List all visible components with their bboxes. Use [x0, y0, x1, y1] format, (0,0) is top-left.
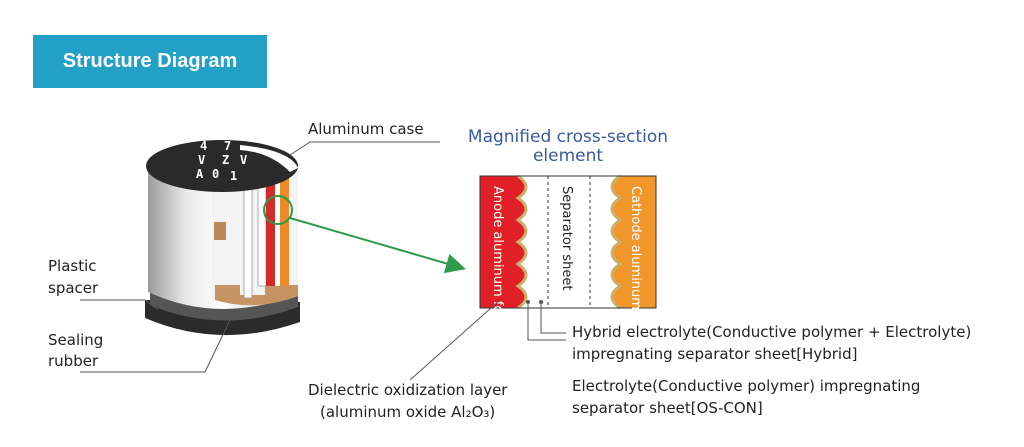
capacitor-illustration: 4 7 V Z V A 0 1 [145, 139, 300, 336]
anode-foil [266, 182, 275, 286]
magnified-title: element [533, 146, 603, 166]
label-hybrid: impregnating separator sheet[Hybrid] [572, 345, 857, 363]
leader-hybrid [527, 304, 566, 341]
label-plastic-spacer: Plastic [48, 257, 97, 275]
label-oscon: Electrolyte(Conductive polymer) impregna… [572, 377, 920, 395]
sealing-rubber-cut [215, 285, 298, 306]
label-hybrid: Hybrid electrolyte(Conductive polymer + … [572, 323, 971, 341]
label-oscon: separator sheet[OS-CON] [572, 399, 763, 417]
cathode-wave [610, 174, 623, 310]
cathode-foil [280, 178, 289, 286]
leader-aluminum-case [289, 141, 440, 156]
cathode-foil-section [620, 176, 656, 308]
leader-dielectric [409, 299, 501, 381]
leader-plastic-spacer [80, 299, 159, 311]
label-aluminum-case: Aluminum case [308, 120, 424, 138]
inner-rubber-part [214, 222, 226, 240]
top-mark: 7 [224, 139, 231, 153]
leader-sealing-rubber [80, 319, 231, 373]
separator-strip [275, 180, 280, 286]
label-sealing-rubber: Sealing [48, 331, 103, 349]
structure-diagram-header: Structure Diagram [33, 35, 267, 88]
top-mark: V [240, 153, 247, 167]
top-mark: A [196, 167, 204, 181]
top-mark: Z [222, 153, 229, 167]
electrolyte-dot [539, 300, 543, 304]
plastic-spacer [150, 292, 298, 321]
cross-section-border [479, 175, 657, 309]
separator-label: Separator sheet [559, 186, 574, 290]
anode-foil-section [480, 176, 518, 308]
cross-section-element: Anode aluminum foil Separator sheet Cath… [479, 174, 657, 334]
separator-section [518, 176, 620, 308]
separator-strip [257, 183, 267, 287]
electrolyte-dot [526, 300, 530, 304]
top-mark: 1 [230, 169, 237, 183]
label-sealing-rubber: rubber [48, 352, 99, 370]
anode-label: Anode aluminum foil [490, 186, 505, 321]
header-title: Structure Diagram [62, 50, 238, 72]
anode-wave [515, 174, 528, 310]
separator-strip [243, 187, 253, 299]
magnified-title: Magnified cross-section [468, 127, 668, 147]
cathode-label: Cathode aluminum foil [628, 186, 643, 334]
label-plastic-spacer: spacer [48, 279, 99, 297]
magnify-circle [263, 195, 293, 225]
top-mark: 0 [212, 167, 219, 181]
leader-oscon [540, 304, 566, 334]
label-dielectric: (aluminum oxide Al₂O₃) [320, 403, 495, 421]
top-highlight [240, 145, 298, 172]
magnify-arrow [289, 217, 466, 274]
top-mark: V [198, 153, 205, 167]
top-mark: 4 [200, 139, 207, 153]
label-dielectric: Dielectric oxidization layer [308, 381, 508, 399]
